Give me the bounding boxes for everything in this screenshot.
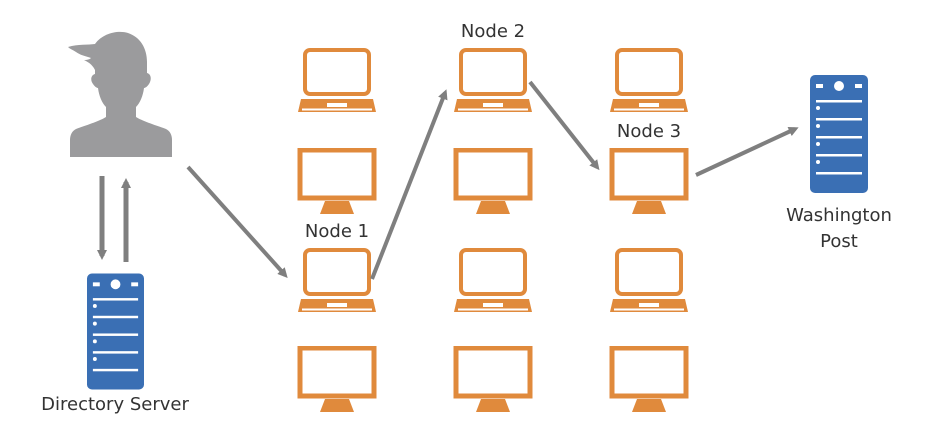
monitor-icon (612, 348, 686, 412)
node-1-label: Node 1 (304, 221, 370, 242)
arrow-node-3-to-destination (695, 126, 799, 177)
person-silhouette-icon (68, 31, 172, 157)
node-2-label: Node 2 (460, 21, 526, 42)
laptop-icon (297, 48, 377, 112)
laptop-icon (609, 48, 689, 112)
monitor-icon (300, 348, 374, 412)
monitor-icon (300, 150, 374, 214)
node-3-label: Node 3 (616, 121, 682, 142)
directory-server-icon (87, 273, 144, 390)
laptop-icon (609, 248, 689, 312)
directory-server-label: Directory Server (41, 394, 189, 415)
monitor-icon (456, 348, 530, 412)
laptop-icon (453, 248, 533, 312)
monitor-icon (456, 150, 530, 214)
node-2-laptop-icon (453, 48, 533, 112)
destination-label-line-2: Post (820, 231, 858, 252)
node-3-monitor-icon (612, 150, 686, 214)
destination-server-icon (810, 75, 868, 193)
arrow-node-2-to-node-3 (528, 80, 600, 171)
destination-label-line-1: Washington (786, 205, 892, 226)
node-1-laptop-icon (297, 248, 377, 312)
arrow-user-to-node-1 (186, 165, 288, 278)
arrow-node-1-to-node-2 (370, 89, 448, 280)
